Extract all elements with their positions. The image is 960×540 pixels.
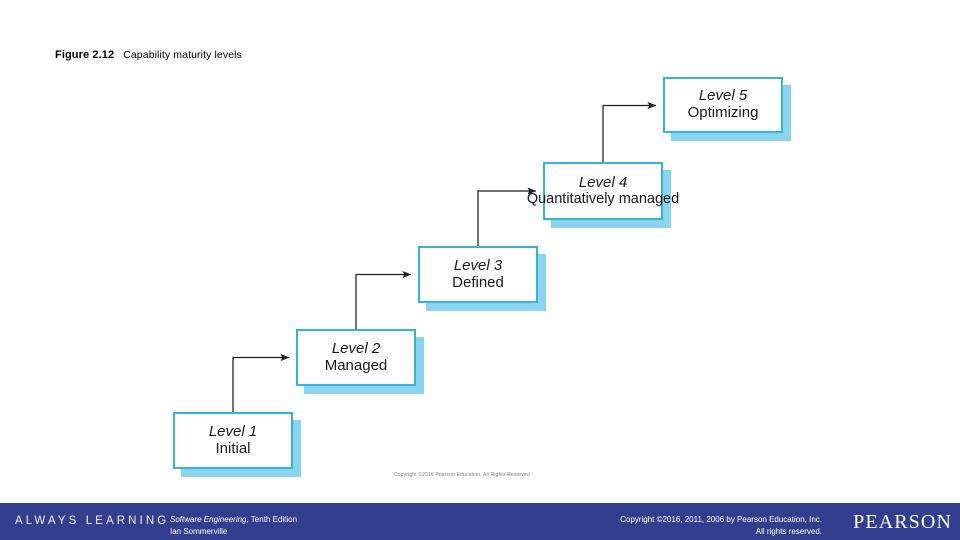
level-4-name: Quantitatively managed bbox=[526, 191, 680, 207]
level-3-name: Defined bbox=[452, 273, 504, 291]
capability-maturity-diagram: Level 1 Initial Level 2 Managed Level 3 … bbox=[173, 77, 791, 477]
level-2-name: Managed bbox=[324, 356, 388, 374]
book-author: Ian Sommerville bbox=[170, 526, 228, 536]
book-info: Software Engineering, Tenth Edition Ian … bbox=[170, 514, 297, 537]
connector-1-to-2 bbox=[232, 354, 290, 412]
level-box-4[interactable]: Level 4 Quantitatively managed bbox=[527, 162, 679, 220]
book-title: Software Engineering bbox=[170, 515, 247, 524]
level-4-number: Level 4 bbox=[578, 174, 628, 192]
connector-4-to-5 bbox=[602, 102, 657, 162]
always-learning-tagline: ALWAYS LEARNING bbox=[15, 515, 170, 527]
level-1-name: Initial bbox=[215, 439, 251, 457]
level-5-number: Level 5 bbox=[698, 87, 748, 105]
copyright-line-2: All rights reserved. bbox=[755, 526, 822, 536]
book-title-line: Software Engineering, Tenth Edition bbox=[170, 514, 297, 526]
figure-label: Figure 2.12 bbox=[55, 49, 115, 61]
figure-caption: Figure 2.12 Capability maturity levels bbox=[55, 49, 242, 61]
connector-2-to-3 bbox=[355, 271, 412, 329]
level-3-number: Level 3 bbox=[453, 256, 503, 274]
level-box-3[interactable]: Level 3 Defined bbox=[418, 246, 538, 303]
figure-copyright-notice: Copyright ©2016 Pearson Education, All R… bbox=[394, 472, 530, 478]
level-1-number: Level 1 bbox=[208, 422, 258, 440]
copyright-line-1: Copyright ©2016, 2011, 2006 by Pearson E… bbox=[620, 515, 822, 524]
level-5-name: Optimizing bbox=[687, 104, 759, 122]
book-edition: , Tenth Edition bbox=[246, 515, 298, 524]
level-box-1[interactable]: Level 1 Initial bbox=[173, 412, 293, 469]
slide-footer: ALWAYS LEARNING Software Engineering, Te… bbox=[0, 503, 960, 540]
level-box-5[interactable]: Level 5 Optimizing bbox=[663, 77, 783, 133]
pearson-logo: PEARSON bbox=[853, 511, 952, 533]
level-box-2[interactable]: Level 2 Managed bbox=[296, 329, 416, 386]
footer-copyright: Copyright ©2016, 2011, 2006 by Pearson E… bbox=[620, 514, 822, 537]
figure-title: Capability maturity levels bbox=[123, 49, 242, 61]
level-2-number: Level 2 bbox=[331, 339, 381, 357]
